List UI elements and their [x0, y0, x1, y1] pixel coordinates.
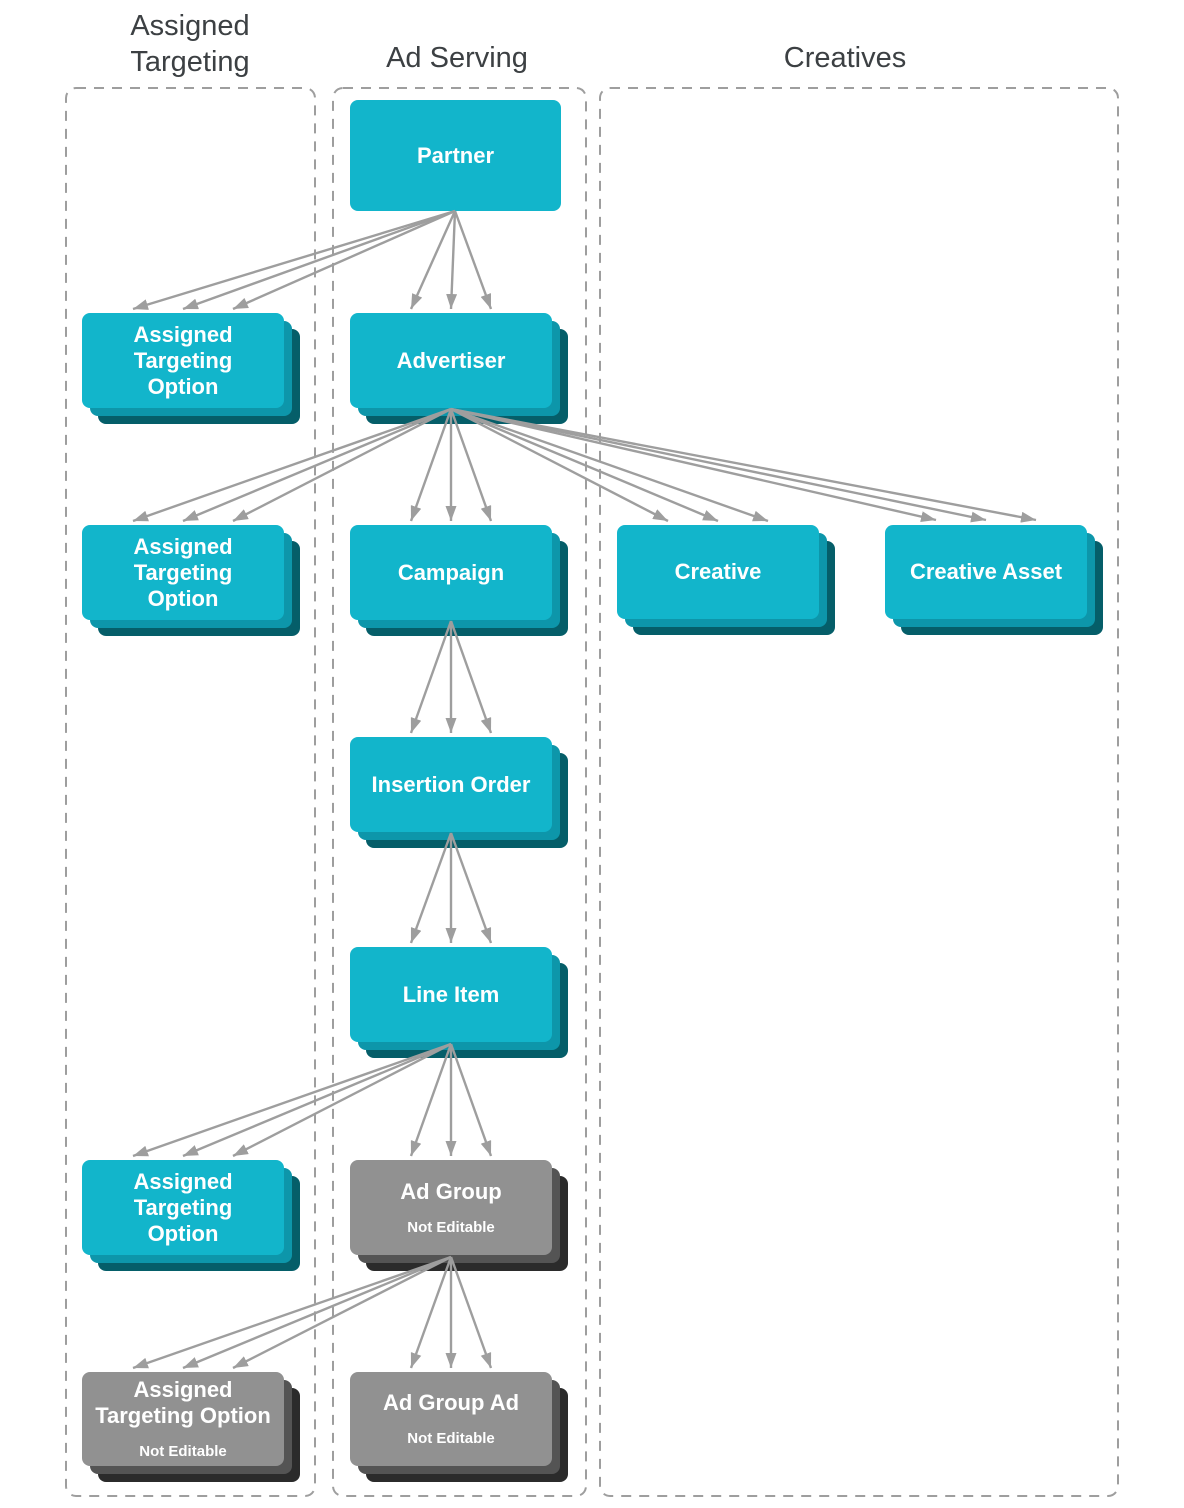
node-label: Assigned Targeting Option: [95, 1377, 271, 1428]
node-campaign: Campaign: [350, 525, 568, 636]
column-header-creatives: Creatives: [783, 42, 907, 74]
node-label: Creative Asset: [909, 559, 1063, 584]
node-face: Ad Group Ad Not Editable: [350, 1372, 552, 1466]
node-label: Creative: [674, 559, 762, 584]
column-ad-serving: [332, 87, 587, 1497]
node-label: Assigned Targeting Option: [133, 533, 233, 611]
node-face: Creative Asset: [885, 525, 1087, 619]
node-label: Campaign: [397, 559, 505, 585]
node-face: Creative: [617, 525, 819, 619]
node-face: Advertiser: [350, 313, 552, 408]
node-label: Assigned Targeting Option: [133, 321, 233, 399]
node-label: Partner: [416, 142, 495, 168]
node-face: Line Item: [350, 947, 552, 1042]
node-assigned-targeting-option-2: Assigned Targeting Option: [82, 525, 300, 636]
node-label: Advertiser: [396, 347, 506, 373]
column-header-ad-serving: Ad Serving: [386, 42, 528, 74]
node-face: Assigned Targeting Option: [82, 1160, 284, 1255]
node-partner: Partner: [350, 100, 561, 211]
node-assigned-targeting-option-3: Assigned Targeting Option: [82, 1160, 300, 1271]
node-assigned-targeting-option-1: Assigned Targeting Option: [82, 313, 300, 424]
column-header-assigned-targeting: Assigned Targeting: [130, 10, 250, 78]
column-assigned-targeting: [65, 87, 316, 1497]
node-sublabel: Not Editable: [407, 1430, 495, 1447]
node-label: Insertion Order: [371, 771, 531, 797]
node-insertion-order: Insertion Order: [350, 737, 568, 848]
node-face: Partner: [350, 100, 561, 211]
node-creative-asset: Creative Asset: [885, 525, 1103, 635]
node-face: Insertion Order: [350, 737, 552, 832]
node-face: Campaign: [350, 525, 552, 620]
node-label: Ad Group Ad: [382, 1390, 520, 1415]
node-sublabel: Not Editable: [139, 1443, 227, 1460]
node-ad-group-ad: Ad Group Ad Not Editable: [350, 1372, 568, 1482]
node-face: Assigned Targeting Option: [82, 313, 284, 408]
node-line-item: Line Item: [350, 947, 568, 1058]
column-creatives: [599, 87, 1119, 1497]
node-label: Line Item: [402, 981, 500, 1007]
node-advertiser: Advertiser: [350, 313, 568, 424]
node-sublabel: Not Editable: [407, 1218, 495, 1236]
node-label: Assigned Targeting Option: [133, 1168, 233, 1246]
node-label: Ad Group: [400, 1178, 502, 1204]
node-face: Assigned Targeting Option: [82, 525, 284, 620]
node-creative: Creative: [617, 525, 835, 635]
